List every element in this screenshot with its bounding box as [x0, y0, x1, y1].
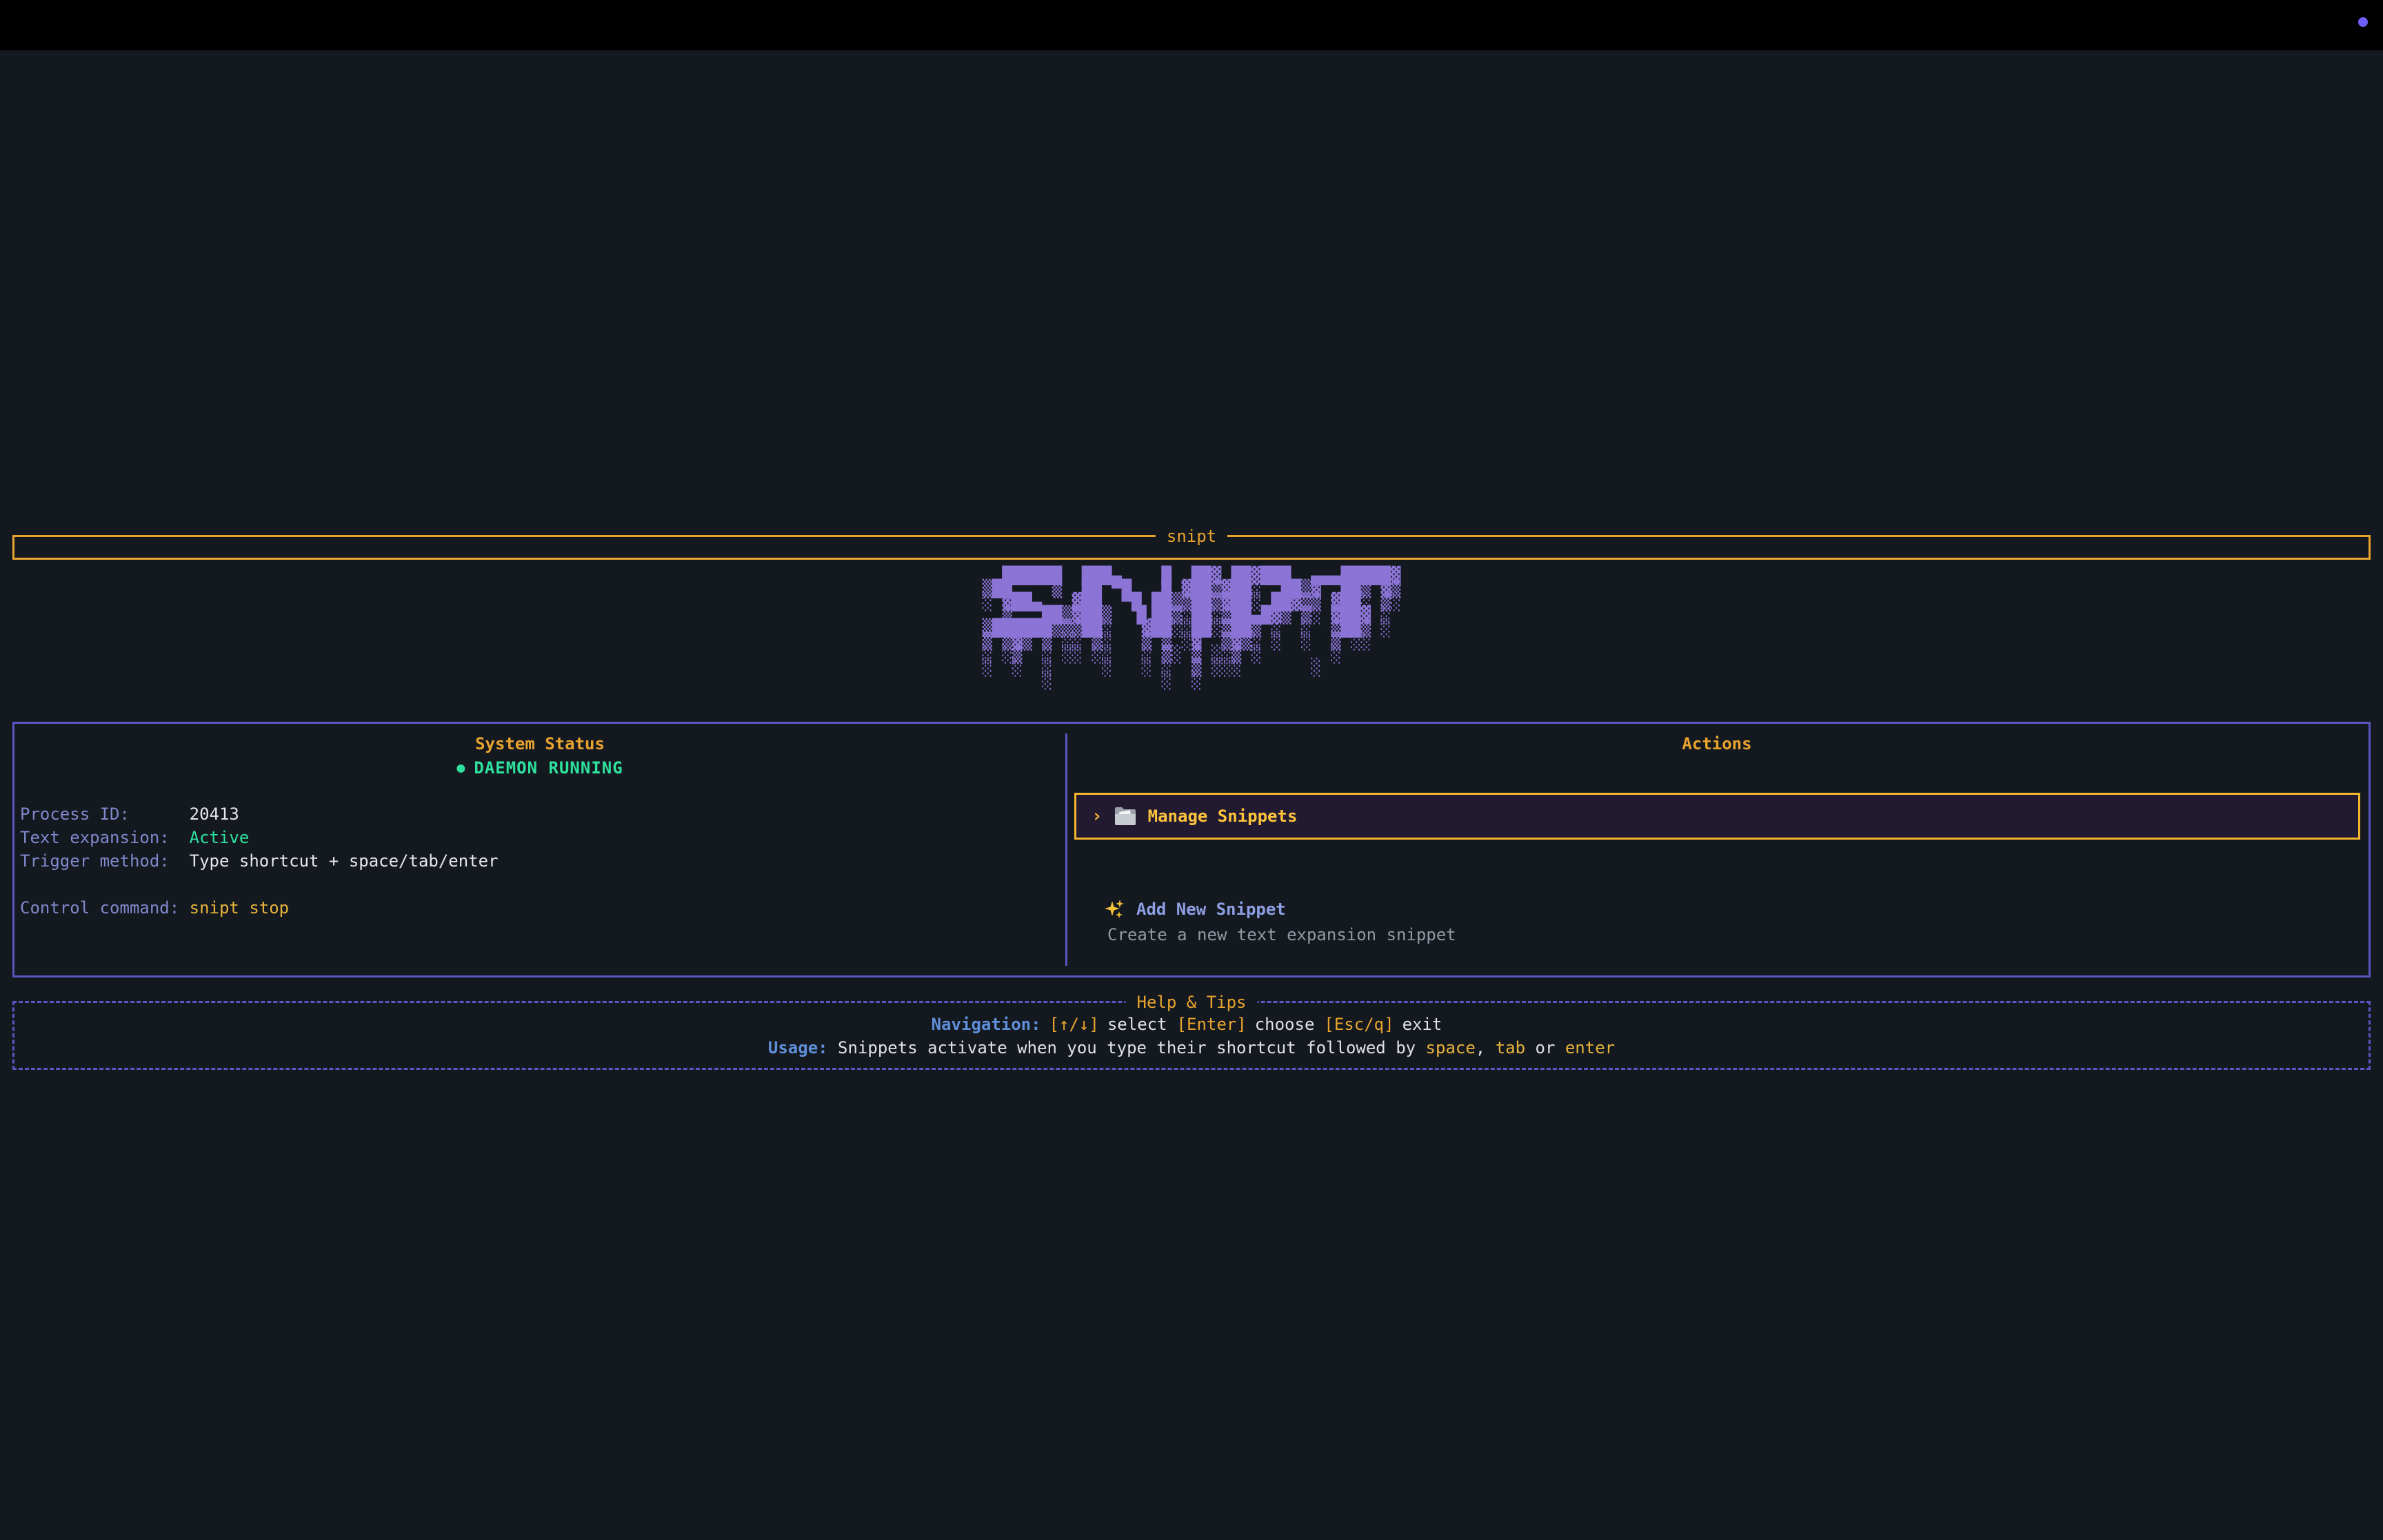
- usage-label: Usage:: [767, 1038, 828, 1057]
- daemon-status-badge: ● DAEMON RUNNING: [14, 756, 1065, 779]
- usage-keyword-tab: tab: [1495, 1038, 1526, 1057]
- manage-snippets-item[interactable]: › Manage Snippets: [1074, 793, 2360, 840]
- text-expansion-row: Text expansion: Active: [14, 826, 1065, 849]
- process-id-label: Process ID:: [20, 804, 130, 824]
- trigger-method-label: Trigger method:: [20, 851, 170, 871]
- panel-divider: [1065, 733, 1067, 966]
- selection-chevron-icon: ›: [1092, 806, 1103, 827]
- status-dot-icon: ●: [456, 759, 466, 776]
- folder-icon: [1114, 806, 1137, 827]
- window-status-dot: [2358, 17, 2368, 27]
- key-enter: [Enter]: [1176, 1015, 1247, 1034]
- navigation-help-line: Navigation: [↑/↓] select [Enter] choose [Esc/…: [14, 1003, 2369, 1036]
- window-titlebar: [0, 0, 2383, 50]
- system-status-panel: System Status ● DAEMON RUNNING Process ID…: [14, 724, 1065, 975]
- add-new-snippet-label: Add New Snippet: [1136, 900, 1286, 919]
- usage-sep1: ,: [1475, 1038, 1496, 1057]
- main-panels-box: System Status ● DAEMON RUNNING Process ID…: [12, 722, 2371, 977]
- process-id-value: 20413: [189, 804, 239, 824]
- usage-text: Snippets activate when you type their sh…: [827, 1038, 1426, 1057]
- usage-keyword-space: space: [1425, 1038, 1476, 1057]
- help-tips-title: Help & Tips: [1125, 992, 1258, 1013]
- app-title: snipt: [1155, 526, 1228, 547]
- action-exit: exit: [1402, 1015, 1442, 1034]
- key-esc-q: [Esc/q]: [1324, 1015, 1394, 1034]
- daemon-status-label: DAEMON RUNNING: [474, 758, 623, 778]
- process-id-row: Process ID: 20413: [14, 802, 1065, 826]
- action-select: select: [1107, 1015, 1167, 1034]
- app-header-box: snipt: [12, 526, 2371, 560]
- action-choose: choose: [1254, 1015, 1315, 1034]
- actions-panel: Actions › Manage Snippets Add New S: [1065, 724, 2369, 975]
- navigation-label: Navigation:: [931, 1015, 1041, 1034]
- control-command-value: snipt stop: [189, 898, 290, 918]
- system-status-title: System Status: [475, 734, 605, 753]
- usage-help-line: Usage: Snippets activate when you type t…: [14, 1036, 2369, 1060]
- add-new-snippet-item[interactable]: Add New Snippet: [1103, 898, 1286, 921]
- help-tips-box: Help & Tips Navigation: [↑/↓] select [Enter…: [12, 992, 2371, 1070]
- text-expansion-label: Text expansion:: [20, 828, 170, 847]
- usage-sep2: or: [1525, 1038, 1565, 1057]
- control-command-label: Control command:: [20, 898, 180, 918]
- sparkles-icon: [1103, 898, 1125, 920]
- add-new-snippet-description: Create a new text expansion snippet: [1107, 925, 1456, 944]
- snipt-ascii-logo: ██████ ███▄ █ ██▓ ██▓███ ▄▄▄█████▓ ▒██ ▒…: [982, 566, 1401, 690]
- key-arrows: [↑/↓]: [1049, 1015, 1099, 1034]
- trigger-method-value: Type shortcut + space/tab/enter: [189, 851, 499, 871]
- text-expansion-value: Active: [189, 828, 250, 847]
- actions-title: Actions: [1682, 734, 1752, 753]
- manage-snippets-label: Manage Snippets: [1147, 807, 1298, 826]
- usage-keyword-enter: enter: [1565, 1038, 1616, 1057]
- trigger-method-row: Trigger method: Type shortcut + space/tab…: [14, 849, 1065, 873]
- control-command-row: Control command: snipt stop: [14, 896, 1065, 920]
